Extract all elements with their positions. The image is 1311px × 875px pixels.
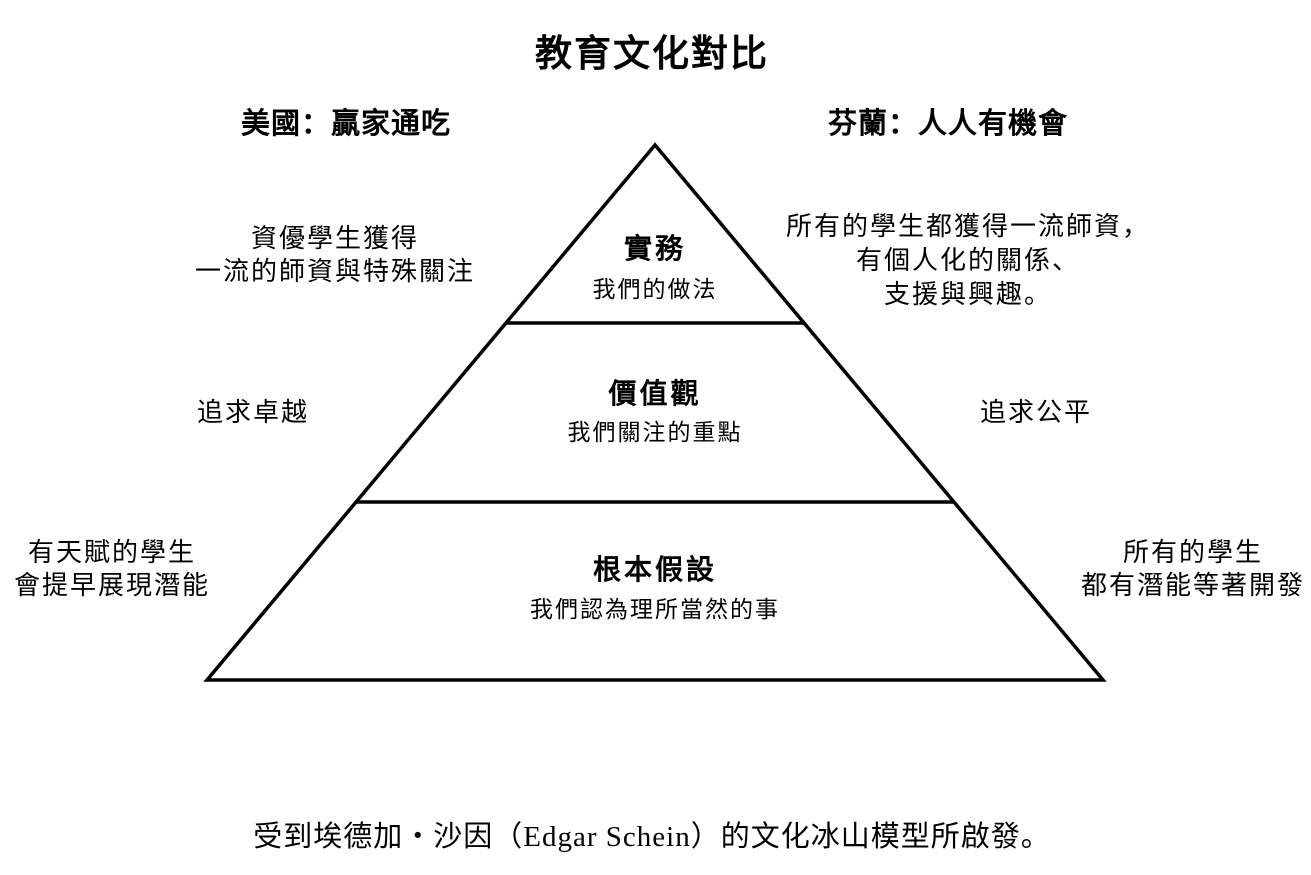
annotation-usa-assumptions: 有天賦的學生 會提早展現潛能 [14,536,210,602]
page-title: 教育文化對比 [535,33,769,74]
annotation-line: 追求卓越 [196,398,310,427]
annotation-line: 一流的師資與特殊關注 [194,257,476,286]
pyramid-triangle [203,142,1107,682]
annotation-line: 都有潛能等著開發 [1080,571,1306,600]
attribution-note: 受到埃德加・沙因（Edgar Schein）的文化冰山模型所啟發。 [253,821,1051,853]
pyramid-layer-values-title: 價值觀 [608,378,702,409]
annotation-finland-values: 追求公平 [980,396,1092,429]
pyramid-layer-values-subtitle: 我們關注的重點 [567,419,743,445]
annotation-line: 所有的學生都獲得一流師資， [785,212,1151,241]
pyramid-layer-assumptions-subtitle: 我們認為理所當然的事 [530,596,780,622]
annotation-line: 有個人化的關係、 [855,246,1081,275]
annotation-usa-practices: 資優學生獲得 一流的師資與特殊關注 [195,222,475,288]
pyramid-layer-practices-subtitle: 我們的做法 [592,276,718,302]
annotation-line: 支援與興趣。 [883,280,1053,309]
annotation-line: 會提早展現潛能 [13,571,211,600]
annotation-usa-values: 追求卓越 [197,396,309,429]
annotation-finland-practices: 所有的學生都獲得一流師資， 有個人化的關係、 支援與興趣。 [786,210,1150,312]
annotation-line: 資優學生獲得 [250,224,420,253]
annotation-line: 所有的學生 [1122,538,1264,567]
annotation-line: 有天賦的學生 [27,538,197,567]
column-header-finland: 芬蘭：人人有機會 [827,108,1069,140]
annotation-finland-assumptions: 所有的學生 都有潛能等著開發 [1081,536,1305,602]
annotation-line: 追求公平 [979,398,1093,427]
pyramid-layer-practices-title: 實務 [623,233,687,264]
column-header-usa: 美國：贏家通吃 [240,108,452,140]
pyramid-layer-assumptions-title: 根本假設 [592,554,718,585]
